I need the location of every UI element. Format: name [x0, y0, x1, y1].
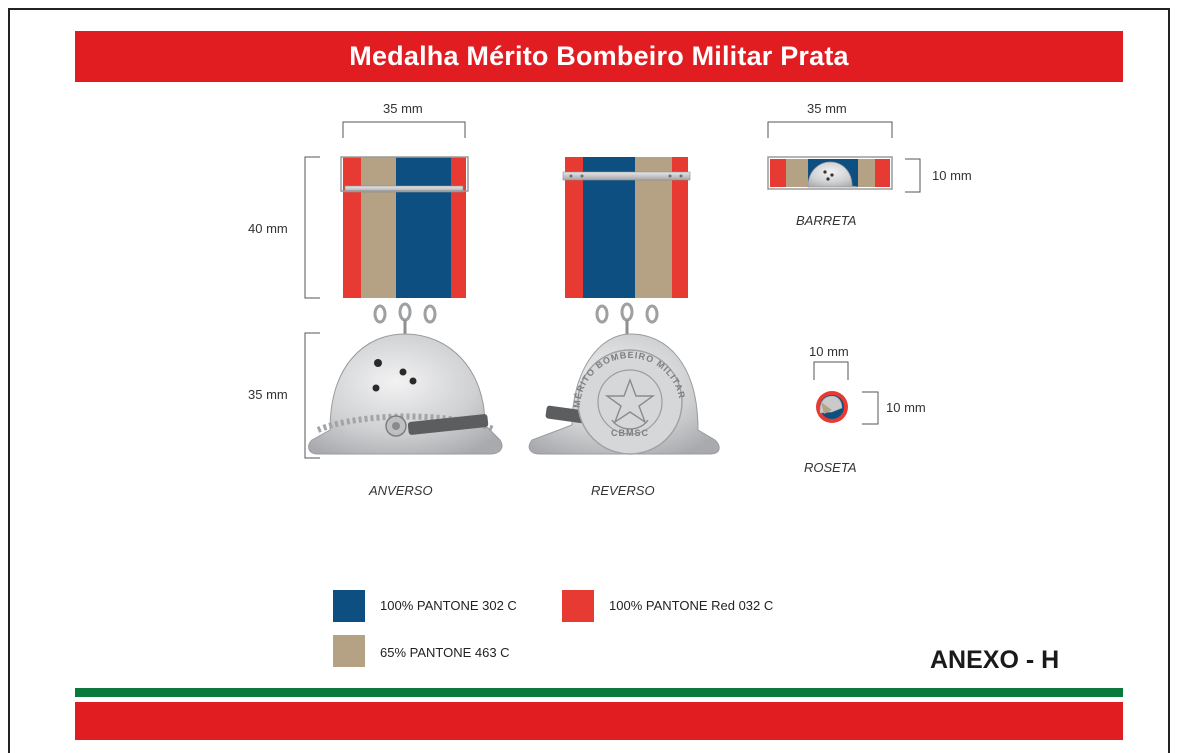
barreta-width-bracket [767, 121, 893, 138]
roseta-width-bracket [813, 361, 849, 380]
anverso-width-label: 35 mm [383, 101, 423, 116]
roseta-height-label: 10 mm [886, 400, 926, 415]
footer-red-band [75, 702, 1123, 740]
barreta-width-label: 35 mm [807, 101, 847, 116]
anverso-medal-height-label: 35 mm [248, 387, 288, 402]
legend-label-tan: 65% PANTONE 463 C [380, 645, 510, 660]
legend-label-red: 100% PANTONE Red 032 C [609, 598, 774, 613]
page-frame [8, 8, 1170, 753]
anverso-ribbon-height-bracket [304, 156, 320, 299]
annex-label: ANEXO - H [930, 646, 1060, 674]
page-title: Medalha Mérito Bombeiro Militar Prata [349, 41, 849, 71]
anverso-ribbon [340, 156, 469, 298]
anverso-suspension-rings [373, 302, 437, 334]
legend-swatch-tan [333, 635, 365, 667]
anverso-medal-height-bracket [304, 332, 320, 459]
reverso-ribbon [562, 157, 691, 298]
anverso-caption: ANVERSO [369, 483, 433, 498]
reverso-suspension-rings [595, 302, 659, 334]
barreta-caption: BARRETA [796, 213, 857, 228]
anverso-width-bracket [342, 121, 466, 138]
legend-label-blue: 100% PANTONE 302 C [380, 598, 517, 613]
barreta-height-bracket [905, 158, 921, 193]
footer-green-stripe [75, 688, 1123, 697]
title-banner: Medalha Mérito Bombeiro Militar Prata [75, 31, 1123, 82]
anverso-ribbon-height-label: 40 mm [248, 221, 288, 236]
medal-bottom-inscription: CBMSC [611, 428, 649, 438]
roseta [816, 391, 848, 423]
roseta-caption: ROSETA [804, 460, 857, 475]
reverso-caption: REVERSO [591, 483, 655, 498]
barreta [767, 156, 893, 190]
legend-swatch-red [562, 590, 594, 622]
legend-swatch-blue [333, 590, 365, 622]
anverso-helmet [308, 333, 503, 455]
reverso-helmet [528, 333, 720, 455]
roseta-width-label: 10 mm [809, 344, 849, 359]
barreta-height-label: 10 mm [932, 168, 972, 183]
roseta-height-bracket [862, 391, 879, 425]
